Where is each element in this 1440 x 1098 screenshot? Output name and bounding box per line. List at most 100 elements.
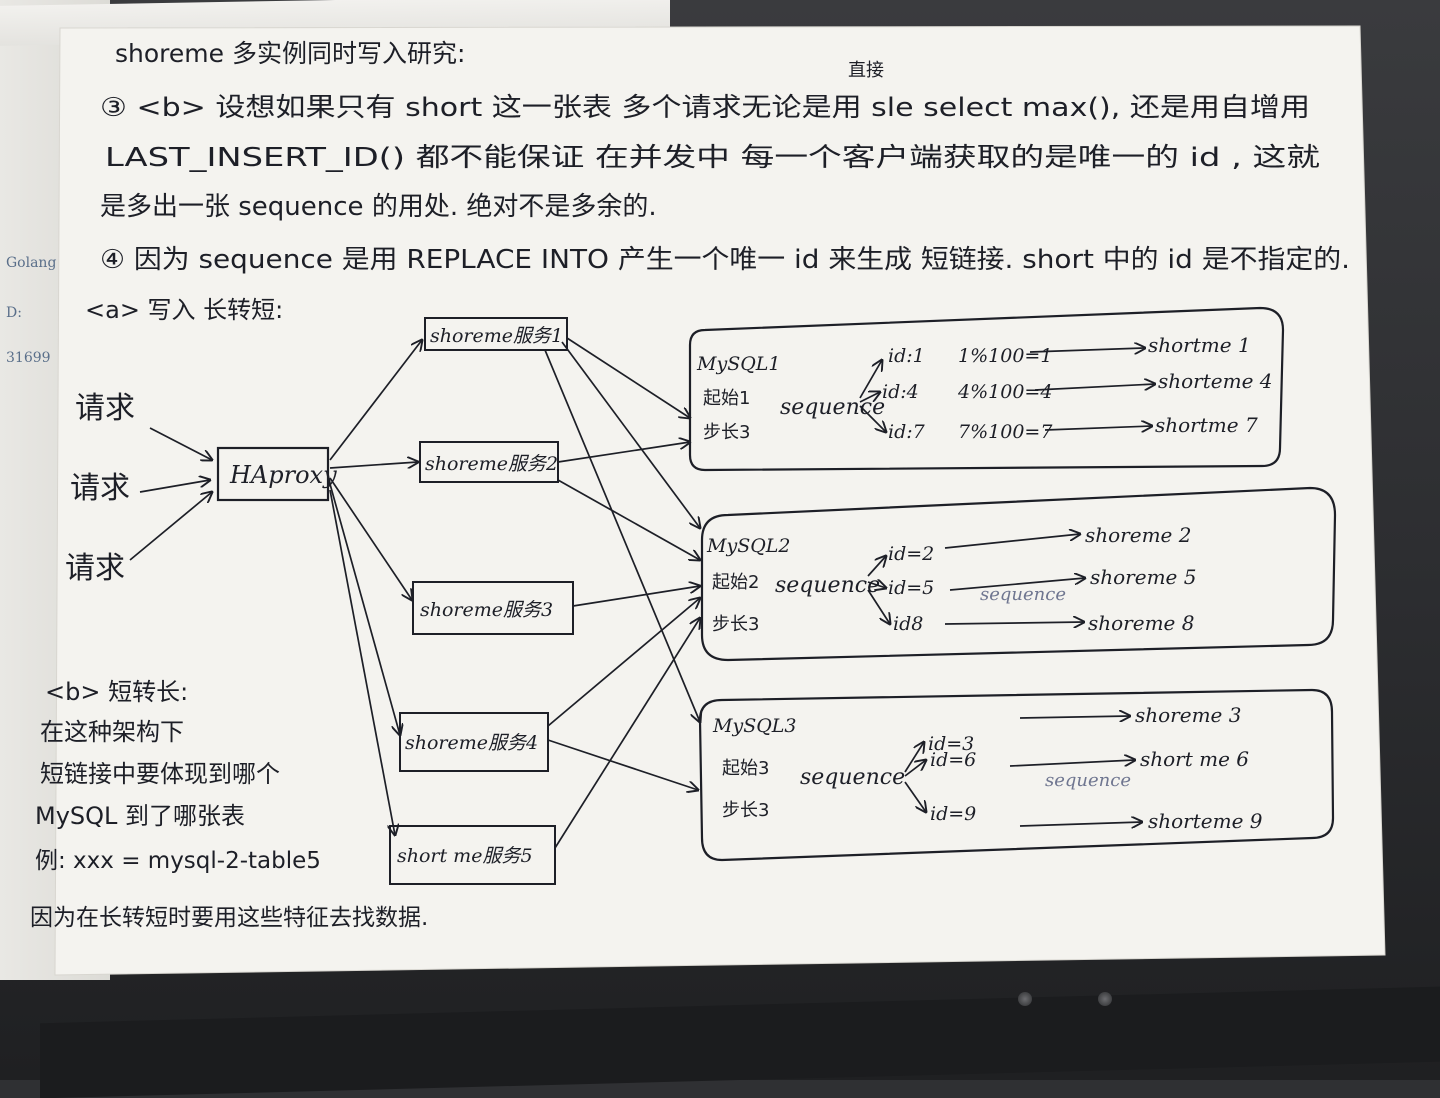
section-b-line2: 短链接中要体现到哪个 [40,760,280,788]
mysql1-id-1: id:1 [888,345,925,367]
section-a-title: <a> 写入 长转短: [85,296,283,324]
arrow-req3-proxy [129,492,212,561]
service-label-4: shoreme服务4 [405,732,538,754]
screw-left [1018,992,1032,1006]
arrow-svc1-mysql1 [566,337,690,418]
arrow-seq2-id1 [867,556,886,577]
arrow-seq3-id2 [904,760,926,777]
service-box-4 [399,712,549,772]
mysql2-table-1: shoreme 2 [1085,523,1191,547]
service-box-1 [424,317,568,351]
para4: ④ 因为 sequence 是用 REPLACE INTO 产生一个唯一 id … [100,245,1350,275]
arrow-seq2-id2 [867,582,886,588]
mysql2-id-2: id=5 [888,577,934,599]
paper-sheet [54,25,1386,976]
note-title: shoreme 多实例同时写入研究: [115,39,465,68]
mysql1-sequence: sequence [780,395,885,420]
arrow-seq3-id3 [904,781,926,812]
arrow-seq1-id1 [859,360,882,399]
service-label-1: shoreme服务1 [430,325,563,347]
arrow-proxy-svc5 [329,489,395,835]
arrow-req2-proxy [139,480,210,493]
arrow-id3-t1 [1019,716,1130,718]
arrow-m1-t1 [1029,348,1145,352]
mysql3-table-1: shoreme 3 [1135,703,1241,727]
arrow-seq2-id3 [867,589,890,624]
section-b-title: <b> 短转长: [45,678,188,706]
mysql2-start: 起始2 [712,572,759,593]
arrow-proxy-svc2 [329,462,418,469]
haproxy-box [216,446,330,502]
arrow-svc3-mysql2 [572,586,700,607]
para3-line1: ③ <b> 设想如果只有 short 这一张表 多个请求无论是用 sle sel… [100,93,1310,123]
mysql1-mod-1: 1%100=1 [958,345,1052,367]
arrow-proxy-svc3 [329,477,412,600]
arrow-id8-t3 [944,622,1084,624]
arrow-id6-t2 [1009,760,1135,767]
mysql1-id-3: id:7 [888,421,926,443]
arrow-proxy-svc4 [329,483,400,735]
under-text-drive: D: [6,305,22,321]
under-text-number: 31699 [6,350,51,366]
mysql3-faint-sequence: sequence [1045,770,1131,791]
arrow-seq3-id1 [904,742,924,773]
mysql2-table-2: shoreme 5 [1090,565,1196,589]
request-1: 请求 [75,391,135,426]
mysql-box-3 [698,688,1335,862]
mysql-box-1 [688,306,1285,472]
screw-right [1098,992,1112,1006]
arrow-svc2-mysql1 [557,442,690,463]
mysql-box-2 [700,486,1337,662]
arrow-svc1-mysql2 [561,341,700,528]
mysql2-faint-sequence: sequence [980,584,1066,605]
mysql3-id-2: id=6 [930,749,976,771]
arrow-svc2-mysql2 [557,479,700,560]
mysql1-step: 步长3 [703,422,750,443]
mysql2-step: 步长3 [712,614,759,635]
para3-line2: LAST_INSERT_ID() 都不能保证 在并发中 每一个客户端获取的是唯一… [105,143,1320,173]
mysql2-name: MySQL2 [706,535,791,557]
diagram-arrows [129,337,1155,849]
arrow-svc5-mysql2 [554,618,700,849]
mysql1-start: 起始1 [703,388,750,409]
service-label-3: shoreme服务3 [420,599,553,621]
mysql1-id-2: id:4 [882,381,919,403]
mysql1-mod-2: 4%100=4 [957,381,1052,403]
arrow-svc4-mysql3 [547,739,698,790]
arrow-svc4-mysql2 [547,598,700,727]
mysql3-id-1: id=3 [928,733,974,755]
arrow-req1-proxy [149,427,212,460]
arrow-id5-t2 [949,578,1085,591]
mysql3-sequence: sequence [800,765,905,790]
above-insert: 直接 [848,60,884,81]
mysql3-step: 步长3 [722,800,769,821]
section-b-line3: MySQL 到了哪张表 [35,802,245,830]
mysql3-table-3: shorteme 9 [1148,809,1263,833]
arrow-m1-t2 [1034,384,1155,391]
section-b-line5: 因为在长转短时要用这些特征去找数据. [30,905,428,931]
mysql2-id-1: id=2 [888,543,934,565]
arrow-seq1-id3 [859,405,886,432]
mysql3-table-2: short me 6 [1140,747,1249,771]
mysql1-name: MySQL1 [696,353,781,375]
mysql2-sequence: sequence [775,573,880,598]
mysql3-id-3: id=9 [930,803,976,825]
haproxy-label: HAproxy [229,461,337,489]
arrow-proxy-svc1 [329,340,422,461]
section-b-line4: 例: xxx = mysql-2-table5 [35,848,321,874]
mysql1-table-1: shortme 1 [1148,333,1251,357]
mysql1-table-3: shortme 7 [1155,413,1258,437]
arrow-m1-t3 [1044,426,1152,430]
arrow-id9-t3 [1019,822,1142,826]
request-3: 请求 [65,551,125,586]
service-box-5 [389,825,556,885]
service-box-3 [412,581,574,635]
section-b-line1: 在这种架构下 [40,718,184,746]
arrow-seq1-id2 [859,392,880,403]
arrow-id2-t1 [944,534,1080,549]
mysql2-table-3: shoreme 8 [1088,611,1194,635]
para3-line3: 是多出一张 sequence 的用处. 绝对不是多余的. [100,192,657,222]
mysql1-mod-3: 7%100=7 [958,421,1053,443]
mysql3-start: 起始3 [722,758,769,779]
